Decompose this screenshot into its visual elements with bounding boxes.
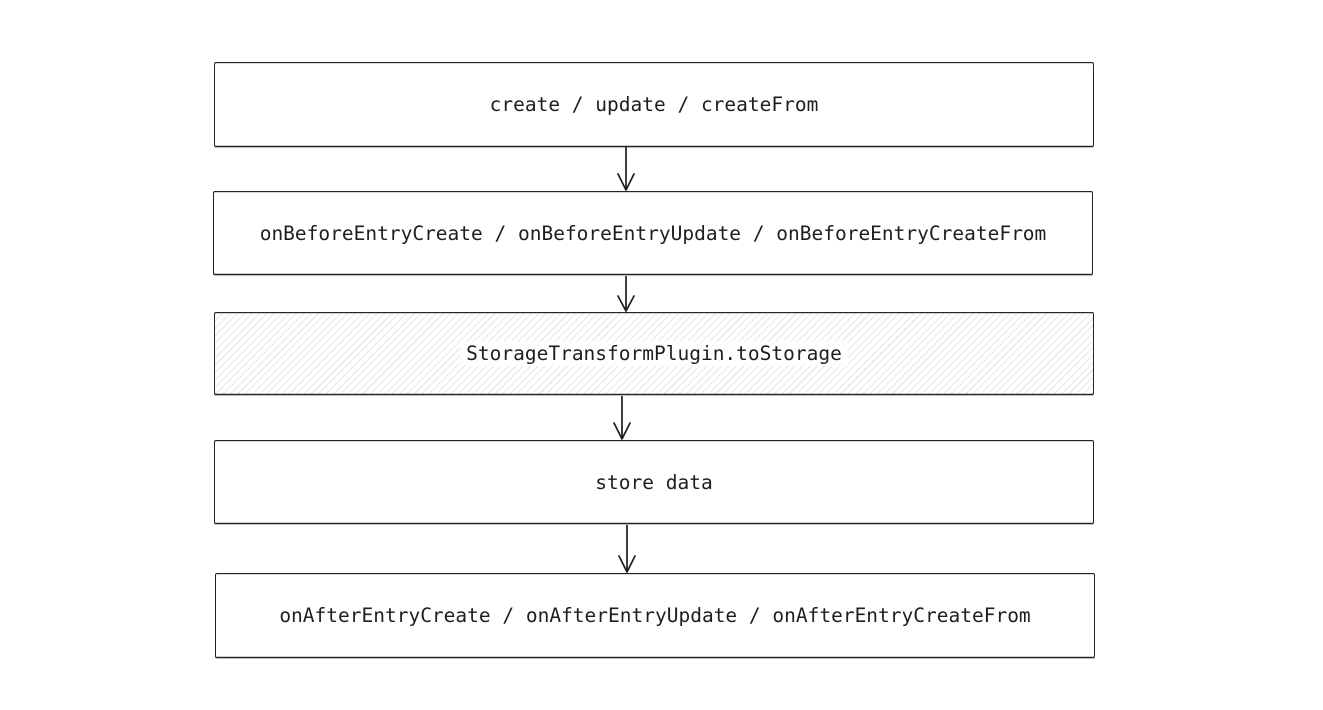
node-onbefore-hooks: onBeforeEntryCreate / onBeforeEntryUpdat… <box>213 191 1093 275</box>
node-onafter-hooks: onAfterEntryCreate / onAfterEntryUpdate … <box>215 573 1095 658</box>
node-label: onBeforeEntryCreate / onBeforeEntryUpdat… <box>259 221 1047 245</box>
flow-arrow-down-icon <box>613 396 631 440</box>
node-store-data: store data <box>214 440 1094 524</box>
flow-arrow-down-icon <box>617 276 635 312</box>
node-create-update-createfrom: create / update / createFrom <box>214 62 1094 147</box>
node-label: create / update / createFrom <box>489 93 819 116</box>
flow-arrow-down-icon <box>618 525 636 573</box>
node-label: store data <box>595 470 713 494</box>
node-label: StorageTransformPlugin.toStorage <box>460 341 848 366</box>
node-label: onAfterEntryCreate / onAfterEntryUpdate … <box>279 604 1031 627</box>
flow-arrow-down-icon <box>617 147 635 191</box>
node-storagetransformplugin-tostorage: StorageTransformPlugin.toStorage <box>214 312 1094 395</box>
